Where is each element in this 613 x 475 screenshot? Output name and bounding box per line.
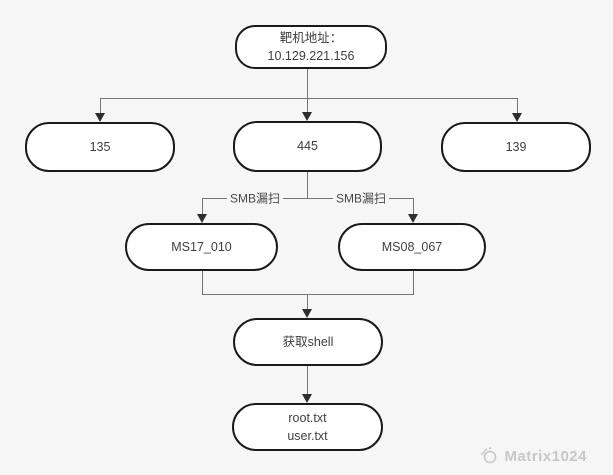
node-port-139-label: 139: [505, 139, 527, 154]
node-port-445-label: 445: [297, 139, 318, 154]
edge-merge-bar: [202, 294, 414, 295]
edge-to-shell: [307, 294, 308, 310]
node-ms08-067-label: MS08_067: [381, 239, 443, 254]
node-target-address-line2: 10.129.221.156: [267, 49, 355, 63]
arrowhead-port-445: [302, 112, 312, 121]
node-get-shell: 获取shell: [233, 318, 383, 366]
hand-gesture-icon: [479, 447, 499, 465]
edge-445-stem: [307, 172, 308, 198]
edge-to-ms08: [413, 198, 414, 214]
edge-ports-distributor: [100, 98, 517, 99]
watermark: Matrix1024: [479, 447, 587, 465]
edge-to-ms17: [202, 198, 203, 214]
node-ms08-067: MS08_067: [338, 223, 486, 271]
edge-ms08-down: [413, 271, 414, 294]
edge-shell-to-flags: [307, 366, 308, 395]
node-ms17-010-label: MS17_010: [171, 239, 232, 254]
node-port-139: 139: [441, 122, 591, 172]
arrowhead-port-135: [95, 113, 105, 122]
node-target-address-line1: 靶机地址：: [279, 30, 343, 45]
node-ms17-010: MS17_010: [125, 223, 278, 271]
arrowhead-port-139: [512, 113, 522, 122]
node-flags-line1: root.txt: [288, 410, 327, 425]
edge-smb-splitter: [202, 198, 413, 199]
node-flags-line2: user.txt: [287, 429, 328, 443]
node-port-135: 135: [25, 122, 175, 172]
edge-label-smb-scan-right: SMB漏扫: [332, 188, 390, 208]
edge-target-stem: [307, 69, 308, 98]
arrowhead-ms17: [197, 214, 207, 223]
edge-to-port-445: [307, 98, 308, 112]
edge-ms17-down: [202, 271, 203, 294]
node-port-445: 445: [233, 121, 382, 172]
edge-to-port-139: [517, 98, 518, 114]
edge-to-port-135: [100, 98, 101, 114]
node-get-shell-label: 获取shell: [282, 334, 334, 349]
arrowhead-flags: [302, 394, 312, 403]
arrowhead-shell: [302, 309, 312, 318]
node-flags: root.txt user.txt: [232, 403, 383, 451]
edge-label-smb-scan-left: SMB漏扫: [226, 188, 284, 208]
node-port-135-label: 135: [89, 139, 111, 154]
watermark-text: Matrix1024: [504, 447, 587, 465]
node-target-address: 靶机地址： 10.129.221.156: [235, 25, 387, 69]
arrowhead-ms08: [408, 214, 418, 223]
